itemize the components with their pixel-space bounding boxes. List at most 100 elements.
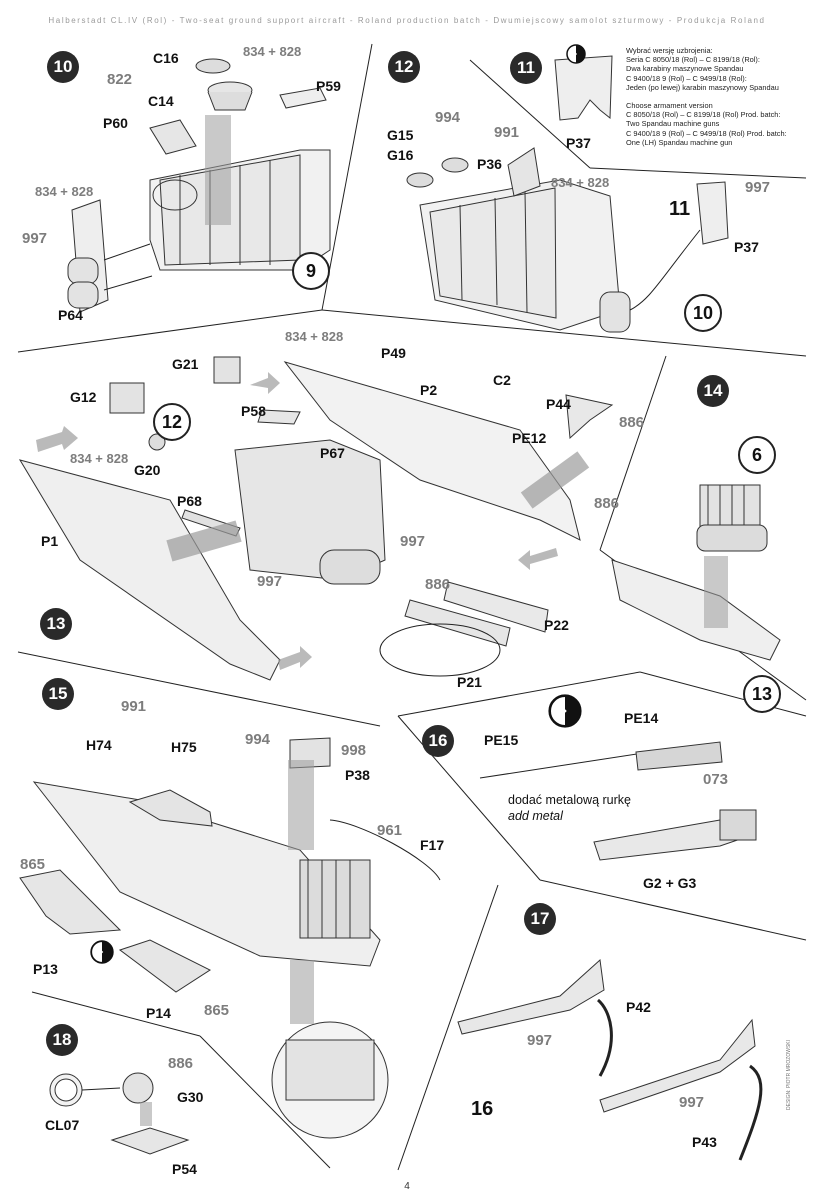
paint-code: 997	[400, 533, 426, 550]
step10-cockpit-frame	[67, 58, 331, 313]
part-label: P37	[566, 135, 591, 151]
ref-step-circle: 9	[292, 252, 330, 290]
part-label: G20	[134, 462, 161, 478]
paint-code: 834 + 828	[285, 329, 344, 344]
note-line: C 9400/18 9 (Rol) – C 9499/18 (Rol):	[626, 73, 747, 83]
part-label: G16	[387, 147, 414, 163]
paint-code: 994	[245, 731, 271, 748]
divider-line	[539, 879, 807, 941]
divider-line	[31, 991, 201, 1037]
ref-step-circle: 6	[738, 436, 776, 474]
paint-code: 991	[494, 124, 520, 141]
part-label: P2	[420, 382, 438, 398]
page-header: Halberstadt CL.IV (Rol) - Two-seat groun…	[48, 16, 766, 25]
metal-note-en: add metal	[508, 809, 563, 823]
paint-code: 961	[377, 822, 403, 839]
divider-line	[321, 309, 807, 357]
step15-arrow-down	[290, 960, 314, 1024]
note-line: C 8050/18 (Rol) – C 8199/18 (Rol) Prod. …	[626, 110, 781, 120]
part-label: G12	[70, 389, 97, 405]
part-label: P21	[457, 674, 482, 690]
part-label: C14	[148, 93, 174, 109]
part-label: P22	[544, 617, 569, 633]
note-line: Wybrać wersję uzbrojenia:	[626, 46, 713, 55]
paint-code: 834 + 828	[35, 184, 94, 199]
step13-detail-ellipse	[379, 623, 501, 677]
paint-code: 865	[204, 1002, 230, 1019]
paint-code: 834 + 828	[243, 44, 302, 59]
page-number: 4	[404, 1181, 410, 1192]
armament-note: Wybrać wersję uzbrojenia: Seria C 8050/1…	[626, 46, 787, 147]
step-badge: 10	[47, 51, 79, 83]
part-label: CL07	[45, 1117, 80, 1133]
part-label: F17	[420, 837, 445, 853]
step12-leader-line	[629, 229, 701, 311]
divider-line	[469, 59, 591, 169]
step-badge: 16	[422, 725, 454, 757]
part-label: C16	[153, 50, 179, 66]
note-line: Dwa karabiny maszynowe Spandau	[626, 64, 744, 74]
ref-step-circle: 13	[743, 675, 781, 713]
metal-tube-note: dodać metalową rurkę add metal	[508, 792, 631, 824]
part-label: PE15	[484, 732, 519, 748]
step14-engine-install	[611, 484, 781, 661]
step-badge: 18	[46, 1024, 78, 1056]
paint-code: 998	[341, 742, 367, 759]
step18-arrow	[140, 1102, 152, 1126]
part-label: H74	[86, 737, 112, 753]
part-label: PE14	[624, 710, 659, 726]
step-badge: 14	[697, 375, 729, 407]
part-label: H75	[171, 739, 197, 755]
step16-gun	[479, 741, 757, 861]
paint-code: 834 + 828	[70, 451, 129, 466]
divider-line	[397, 715, 541, 881]
paint-code: 865	[20, 856, 46, 873]
note-line: Seria C 8050/18 (Rol) – C 8199/18 (Rol):	[626, 55, 760, 65]
paint-code: 997	[679, 1094, 705, 1111]
paint-code: 997	[745, 179, 771, 196]
step12-frame	[406, 55, 729, 333]
paint-code: 886	[168, 1055, 194, 1072]
step14-assembly-arrow	[704, 556, 728, 628]
photo-etch-option-icon	[566, 44, 586, 64]
part-label: P42	[626, 999, 651, 1015]
step-badge: 15	[42, 678, 74, 710]
part-label: P64	[58, 307, 83, 323]
note-line: C 9400/18 9 (Rol) – C 9499/18 (Rol) Prod…	[626, 128, 787, 138]
part-label: PE12	[512, 430, 547, 446]
step-badge: 11	[510, 52, 542, 84]
design-credit: DESIGN: PIOTR MROZOWSKI	[786, 1039, 792, 1110]
ref-step-circle: 12	[153, 403, 191, 441]
divider-line	[17, 309, 323, 353]
photo-etch-option-icon	[548, 694, 582, 728]
ref-step-circle: 10	[684, 294, 722, 332]
note-line: Two Spandau machine guns	[626, 119, 720, 129]
step-badge: 12	[388, 51, 420, 83]
step13-assembly-arrows	[36, 372, 590, 670]
divider-line	[397, 884, 499, 1171]
step-badge: 17	[524, 903, 556, 935]
part-label: P58	[241, 403, 266, 419]
paint-code: 997	[527, 1032, 553, 1049]
paint-code: 886	[594, 495, 620, 512]
photo-etch-option-icon	[90, 940, 114, 964]
part-label: P59	[316, 78, 341, 94]
part-label: P44	[546, 396, 571, 412]
paint-code: 997	[257, 573, 283, 590]
part-label: P68	[177, 493, 202, 509]
step-badge: 13	[40, 608, 72, 640]
part-label: P36	[477, 156, 502, 172]
note-line: Choose armament version	[626, 101, 713, 111]
part-label: G2 + G3	[643, 875, 697, 891]
part-label: P38	[345, 767, 370, 783]
part-label: P14	[146, 1005, 171, 1021]
paint-code: 886	[425, 576, 451, 593]
divider-line	[589, 167, 807, 179]
paint-code: 834 + 828	[551, 175, 610, 190]
part-label: G30	[177, 1089, 204, 1105]
paint-code: 886	[619, 414, 645, 431]
step15-arrow-up	[288, 760, 314, 850]
part-label: G15	[387, 127, 414, 143]
step18-instruments	[49, 1072, 190, 1155]
